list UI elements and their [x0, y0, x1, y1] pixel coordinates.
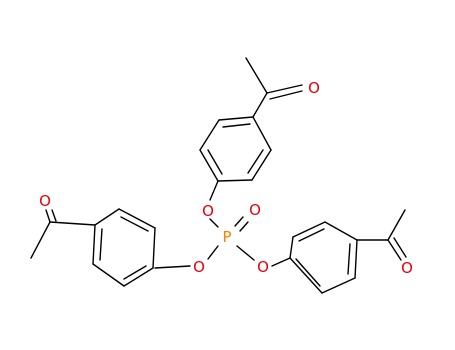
top-ring-inner-bond: [222, 123, 251, 128]
right-ring-bond: [292, 221, 326, 238]
top-acyl-ring-bond: [252, 92, 268, 118]
left-ring-bond: [92, 263, 125, 287]
right-benzene-ring: [289, 221, 358, 294]
top-aryl-o-bond: [209, 180, 219, 201]
p-left-o-bond: [207, 245, 219, 260]
top-ring-bond: [199, 119, 220, 151]
right-ester-oxygen-label: O: [257, 258, 269, 276]
top-carbonyl-bond: [266, 84, 303, 94]
top-ring-bond: [252, 116, 272, 151]
right-methyl-bond: [387, 209, 406, 241]
top-benzene-ring: [199, 116, 272, 182]
right-ring-bond: [289, 236, 294, 259]
phosphorus-label: P: [222, 228, 231, 246]
right-carbonyl-bond: [387, 239, 402, 261]
left-benzene-ring: [92, 208, 156, 287]
right-carbonyl-double-bond: [393, 237, 407, 258]
right-ring-inner-bond: [295, 258, 321, 287]
top-carbonyl-oxygen-label: O: [308, 79, 320, 97]
top-o-p-bond: [209, 218, 219, 228]
right-ring-inner-bond: [347, 243, 351, 275]
left-methyl-bond: [30, 221, 51, 259]
left-ring-bond: [123, 267, 154, 287]
left-o-aryl-bond: [154, 265, 191, 269]
left-ring-inner-bond: [123, 265, 147, 280]
top-acetyl-group: [245, 57, 303, 118]
left-ring-inner-bond: [99, 228, 103, 261]
left-acetyl-group: [30, 209, 96, 259]
left-carbonyl-bond: [45, 209, 51, 223]
left-ring-bond: [94, 208, 120, 226]
top-ring-bond: [199, 149, 219, 182]
top-ring-inner-bond: [247, 149, 264, 174]
left-carbonyl-double-bond: [51, 209, 57, 222]
top-ring-bond: [217, 179, 253, 182]
left-ring-bond: [118, 208, 156, 229]
top-ring-inner-bond: [207, 149, 223, 175]
right-o-aryl-bond: [271, 257, 291, 267]
top-carbonyl-double-bond: [269, 90, 303, 100]
top-ring-bond: [251, 149, 272, 181]
phosphoryl-oxygen-label: O: [249, 201, 261, 219]
top-ring-bond: [218, 116, 254, 121]
atom-labels: O O P O O O O O: [39, 79, 413, 277]
left-ring-bond: [152, 227, 156, 269]
phosphoryl-bond: [234, 216, 244, 227]
right-acetyl-group: [356, 209, 407, 261]
right-ring-bond: [289, 257, 323, 294]
phosphate-core: [154, 180, 291, 269]
top-methyl-bond: [245, 57, 268, 94]
top-ester-oxygen-label: O: [202, 202, 214, 220]
right-ring-inner-bond: [298, 228, 325, 242]
left-ester-oxygen-label: O: [193, 258, 205, 276]
left-carbonyl-oxygen-label: O: [39, 192, 51, 210]
phosphoryl-double-bond: [239, 221, 249, 232]
right-ring-bond: [354, 239, 358, 279]
right-ring-bond: [321, 277, 356, 294]
left-acyl-ring-bond: [49, 221, 96, 226]
p-right-o-bond: [236, 245, 255, 261]
left-ring-inner-bond: [120, 216, 149, 232]
right-ring-bond: [324, 221, 358, 241]
right-carbonyl-oxygen-label: O: [401, 259, 413, 277]
left-ring-bond: [92, 224, 96, 265]
